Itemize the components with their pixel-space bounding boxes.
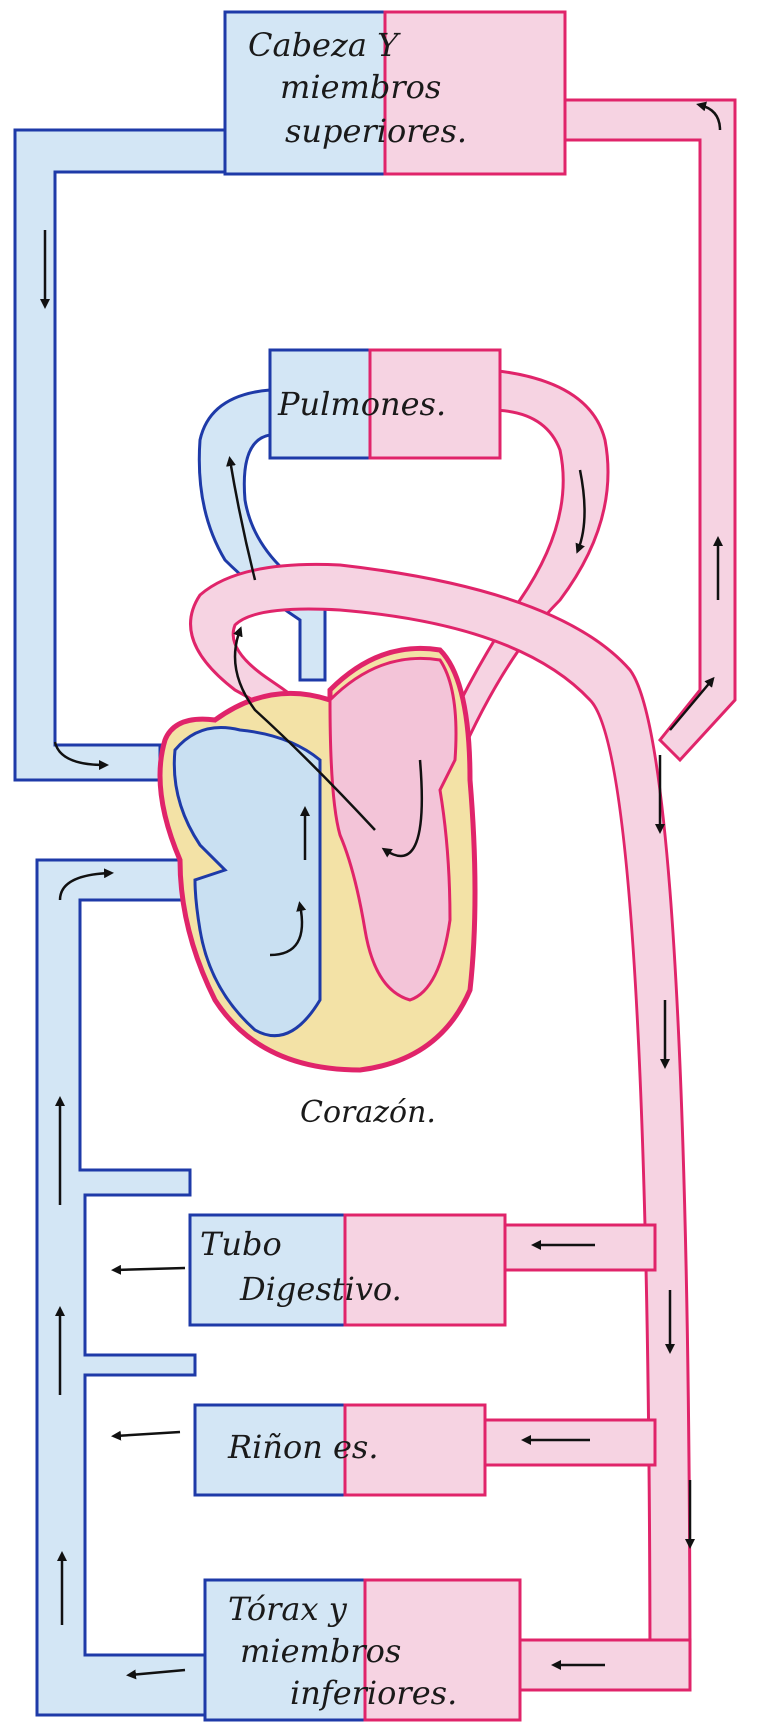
legs-box-line2: miembros [240,1632,401,1670]
heart [160,648,475,1070]
head-box-line3: superiores. [285,112,467,150]
right-ventricle [174,728,320,1036]
digestive-box-line1: Tubo [200,1225,282,1263]
legs-box-line3: inferiores. [290,1674,457,1712]
arrow-left-kidneys [115,1432,180,1436]
head-box-line2: miembros [280,68,441,106]
artery-digestive [495,1225,655,1270]
heart-label: Corazón. [300,1095,436,1130]
head-box-line1: Cabeza Y [248,26,398,64]
legs-box-line1: Tórax y [228,1590,347,1628]
artery-kidneys [480,1420,655,1465]
digestive-box-line2: Digestivo. [240,1270,402,1308]
lungs-box-label: Pulmones. [278,385,446,423]
kidneys-box-label: Riñon es. [228,1428,379,1466]
arrow-left-digestive [115,1268,185,1270]
superior-vena-cava [15,130,225,780]
